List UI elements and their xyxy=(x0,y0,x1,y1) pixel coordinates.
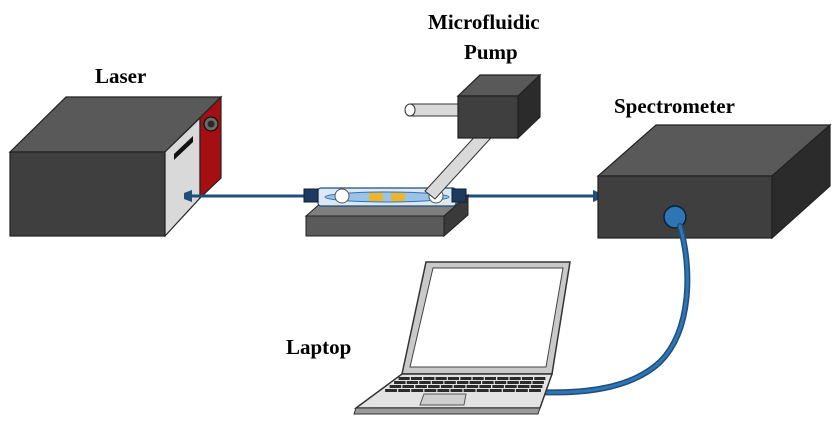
keyboard-key xyxy=(460,377,472,380)
keyboard-key xyxy=(453,385,466,388)
keyboard-key xyxy=(497,377,509,380)
spectrometer-unit xyxy=(596,123,832,240)
microfluidic-chip xyxy=(303,187,470,238)
keyboard-key xyxy=(472,377,484,380)
pump-front-face xyxy=(457,95,519,139)
keyboard-key xyxy=(489,389,502,392)
laptop-touchpad xyxy=(419,393,467,406)
keyboard-key xyxy=(440,385,453,388)
keyboard-key xyxy=(507,381,519,384)
keyboard-key xyxy=(457,381,469,384)
fiber-tip-laser xyxy=(184,190,192,202)
keyboard-key xyxy=(450,389,463,392)
pump-inlet-opening xyxy=(404,103,416,117)
keyboard-key xyxy=(484,377,496,380)
spectrometer-label: Spectrometer xyxy=(614,94,735,118)
keyboard-key xyxy=(463,389,476,392)
keyboard-key xyxy=(423,377,435,380)
keyboard-key xyxy=(529,389,541,392)
keyboard-key xyxy=(444,381,456,384)
keyboard-key xyxy=(492,385,504,388)
pump-side-face xyxy=(517,73,541,140)
keyboard-key xyxy=(424,389,437,392)
keyboard-key xyxy=(502,389,515,392)
laser-knob-center xyxy=(207,120,215,128)
keyboard-key xyxy=(428,385,440,388)
laser-vent-slot xyxy=(174,136,193,160)
keyboard-key xyxy=(509,377,521,380)
keyboard-key xyxy=(534,377,546,380)
keyboard-key xyxy=(411,389,424,392)
chip-base-front xyxy=(305,215,445,237)
laser-label: Laser xyxy=(95,64,146,88)
keyboard-key xyxy=(505,385,517,388)
keyboard-key xyxy=(389,385,402,388)
keyboard-key xyxy=(398,389,411,392)
laptop xyxy=(353,261,571,415)
spectrometer-side-face xyxy=(771,123,831,240)
keyboard-key xyxy=(398,377,410,380)
spectrometer-usb-port xyxy=(663,205,687,229)
chip-connector-right xyxy=(451,188,467,203)
keyboard-key xyxy=(437,389,450,392)
keyboard-key xyxy=(431,381,444,384)
laptop-label: Laptop xyxy=(286,335,351,359)
keyboard-key xyxy=(521,377,533,380)
laser-front-face xyxy=(9,151,166,237)
keyboard-key xyxy=(530,385,543,388)
keyboard-key xyxy=(532,381,544,384)
keyboard-key xyxy=(466,385,479,388)
keyboard-key xyxy=(469,381,481,384)
keyboard-key xyxy=(406,381,419,384)
pump-unit xyxy=(404,73,542,200)
pump-label-line2: Pump xyxy=(464,40,518,64)
usb-cable-highlight xyxy=(533,224,689,394)
keyboard-key xyxy=(410,377,422,380)
keyboard-key xyxy=(447,377,459,380)
laptop-base-front xyxy=(353,407,541,415)
keyboard-key xyxy=(494,381,507,384)
keyboard-key xyxy=(519,381,532,384)
keyboard-key xyxy=(476,389,489,392)
chip-channel xyxy=(324,191,450,203)
keyboard-key xyxy=(415,385,427,388)
keyboard-key xyxy=(515,389,528,392)
chip-inlet-left xyxy=(334,188,350,204)
pump-inlet-tube xyxy=(409,103,463,117)
keyboard-key xyxy=(419,381,431,384)
keyboard-key xyxy=(402,385,414,388)
keyboard-key xyxy=(482,381,494,384)
chip-sample-left xyxy=(369,193,383,201)
pump-label-line1: Microfluidic xyxy=(428,10,540,34)
laptop-keyboard xyxy=(385,377,546,392)
laser-unit xyxy=(8,95,223,238)
keyboard-key xyxy=(394,381,406,384)
keyboard-key xyxy=(435,377,447,380)
spectrometer-front-face xyxy=(597,175,773,239)
chip-sample-right xyxy=(391,193,405,201)
laptop-screen xyxy=(409,267,564,368)
keyboard-key xyxy=(479,385,491,388)
chip-connector-left xyxy=(303,188,319,203)
keyboard-key xyxy=(517,385,530,388)
keyboard-key xyxy=(385,389,397,392)
